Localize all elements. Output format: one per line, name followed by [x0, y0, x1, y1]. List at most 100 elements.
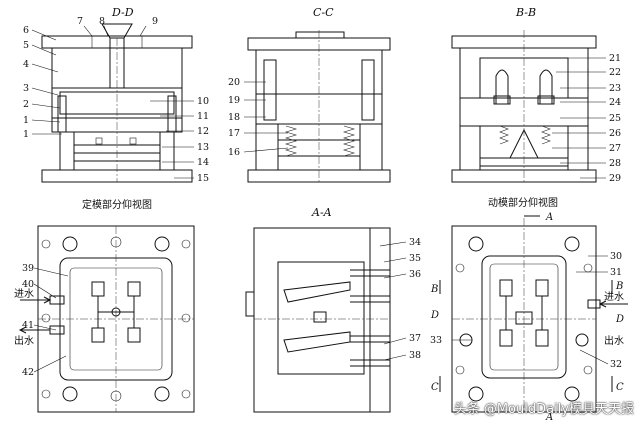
part-number-38: 38 [409, 350, 421, 361]
part-number-9: 9 [152, 16, 158, 27]
molded-part-right [539, 69, 553, 105]
aa-side-fitting [245, 291, 255, 317]
aa-core-upper [283, 281, 351, 303]
view-title-cc: C-C [313, 6, 334, 19]
part-number-14: 14 [197, 157, 209, 168]
section-view-cc: C-C 20 19 18 17 16 [228, 6, 391, 184]
part-number-18: 18 [228, 112, 240, 123]
part-number-28: 28 [609, 158, 621, 169]
part-number-39: 39 [22, 263, 34, 274]
fixed-plan-water-fittings [18, 295, 65, 335]
section-mark-b-left: B [430, 284, 438, 295]
aa-core-lower [283, 331, 351, 353]
part-number-37: 37 [409, 333, 421, 344]
leaders-moving-plan [452, 255, 609, 365]
part-number-1: 1 [23, 129, 29, 140]
section-view-aa: 34 35 36 37 38 [245, 227, 421, 413]
part-number-19: 19 [228, 95, 240, 106]
part-number-35: 35 [409, 253, 421, 264]
section-mark-c-right: C [616, 382, 624, 393]
moving-plan-water-fittings [587, 299, 628, 309]
aa-cavity [277, 261, 365, 375]
bb-spring-right [541, 125, 551, 145]
molded-part-left [495, 69, 509, 105]
part-number-31: 31 [610, 267, 622, 278]
part-number-40: 40 [22, 279, 34, 290]
leaders-cc [243, 81, 289, 153]
part-number-32: 32 [610, 359, 622, 370]
section-view-dd: D-D [23, 6, 209, 184]
part-number-27: 27 [609, 143, 621, 154]
spacer-block-right [159, 131, 175, 171]
guide-pillar-right [167, 95, 177, 133]
part-number-29: 29 [609, 173, 621, 184]
section-mark-d-right: D [615, 314, 624, 325]
part-number-24: 24 [609, 97, 621, 108]
part-number-22: 22 [609, 67, 621, 78]
part-number-34: 34 [409, 237, 421, 248]
part-number-6: 6 [23, 25, 29, 36]
part-number-26: 26 [609, 128, 621, 139]
part-number-15: 15 [197, 173, 209, 184]
part-number-2: 2 [23, 99, 29, 110]
part-number-10: 10 [197, 96, 209, 107]
part-number-42: 42 [22, 367, 34, 378]
section-cut-marks [439, 215, 613, 392]
water-inlet-label-left: 进水 [14, 288, 34, 300]
spacer-block-left [59, 131, 75, 171]
bb-core-right [537, 95, 555, 105]
part-number-1-upper: 1 [23, 115, 29, 126]
part-number-13: 13 [197, 142, 209, 153]
aa-water-channels [350, 269, 390, 367]
section-mark-d-left: D [430, 310, 439, 321]
part-number-20: 20 [228, 77, 240, 88]
water-outlet-label-left: 出水 [14, 334, 34, 347]
leaders-dd-left [31, 25, 147, 135]
part-number-23: 23 [609, 83, 621, 94]
section-mark-b-right: B [615, 281, 623, 292]
fixed-plan-cavities [91, 281, 141, 343]
part-number-12: 12 [197, 126, 209, 137]
ejector-pin-head-2 [129, 137, 137, 145]
leaders-fixed-plan [33, 267, 69, 373]
return-spring-left [284, 125, 298, 157]
watermark-text: 头条 @MouldDaily模具天天报 [453, 401, 634, 417]
ejector-pin-head-1 [95, 137, 103, 145]
locating-ring [295, 31, 345, 39]
view-title-bb: B-B [515, 6, 536, 19]
bb-spacer-left [459, 125, 481, 171]
caption-fixed-half: 定模部分仰视图 [82, 198, 152, 211]
plan-view-moving-half: 进水 出水 A A B B D D C C 30 31 32 33 [430, 212, 628, 423]
part-number-21: 21 [609, 53, 621, 64]
cc-guide-pillar-left [263, 59, 277, 121]
part-number-25: 25 [609, 113, 621, 124]
return-spring-right [342, 125, 356, 157]
part-number-17: 17 [228, 128, 240, 139]
part-number-16: 16 [228, 147, 240, 158]
caption-moving-half: 动模部分仰视图 [488, 196, 558, 209]
part-number-33: 33 [430, 335, 442, 346]
part-number-7: 7 [77, 16, 83, 27]
section-view-bb: B-B 21 22 23 24 25 26 [451, 6, 621, 184]
bb-core-left [493, 95, 511, 105]
section-mark-a-bottom: A [545, 412, 553, 423]
part-number-5: 5 [23, 40, 29, 51]
leaders-dd-right [150, 100, 194, 179]
part-number-8: 8 [99, 16, 105, 27]
section-mark-a-top: A [545, 212, 553, 223]
cc-spacer-left [255, 123, 279, 171]
moving-plan-bolt-holes [455, 236, 593, 402]
guide-pillar-left [57, 95, 67, 133]
view-title-dd: D-D [111, 6, 134, 19]
cc-spacer-right [359, 123, 383, 171]
fixed-plan-bolt-holes [41, 236, 191, 402]
water-inlet-label-right: 进水 [604, 291, 624, 303]
aa-side-plate [369, 227, 391, 413]
part-number-4: 4 [23, 59, 29, 70]
bb-spring-left [499, 125, 509, 145]
view-title-aa: A-A [311, 206, 332, 219]
leaders-aa [379, 241, 407, 361]
part-number-41: 41 [22, 320, 34, 331]
